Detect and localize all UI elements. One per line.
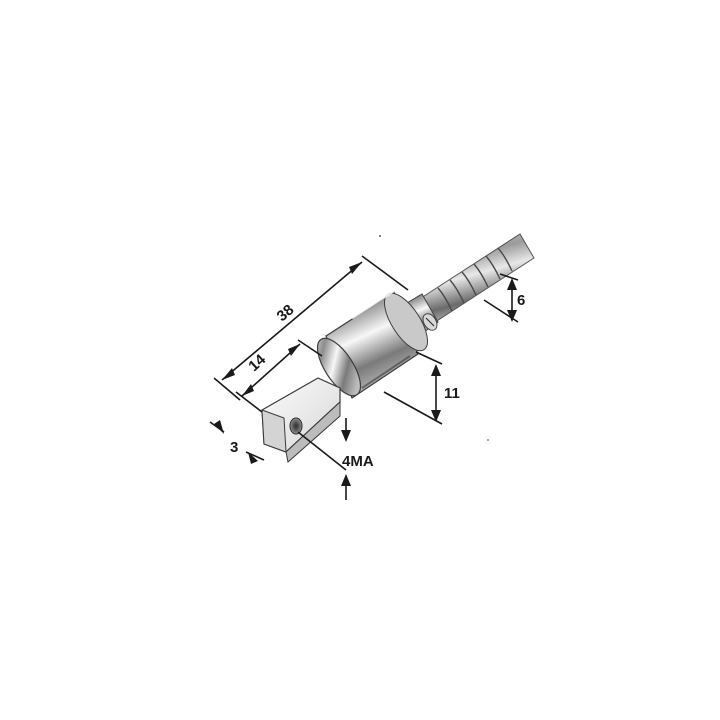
scan-speck [379, 235, 381, 237]
dim-barrel-diameter: 11 [383, 351, 460, 425]
cable-ridges [437, 247, 513, 312]
thread-hole [289, 417, 303, 435]
dim-label-11: 11 [444, 385, 460, 402]
dim-label-3: 3 [230, 439, 238, 456]
dim-label-6: 6 [517, 292, 525, 309]
dim-label-38: 38 [274, 301, 298, 325]
scan-speck [487, 439, 489, 441]
terminal-tab [261, 377, 341, 463]
dim-thread: 4MA [297, 418, 374, 500]
dim-label-4ma: 4MA [342, 453, 374, 470]
dim-label-14: 14 [245, 351, 269, 375]
terminal-barrel [316, 286, 428, 399]
dim-tab-thickness: 3 [209, 420, 265, 464]
dim-cable-diameter: 6 [483, 273, 525, 323]
